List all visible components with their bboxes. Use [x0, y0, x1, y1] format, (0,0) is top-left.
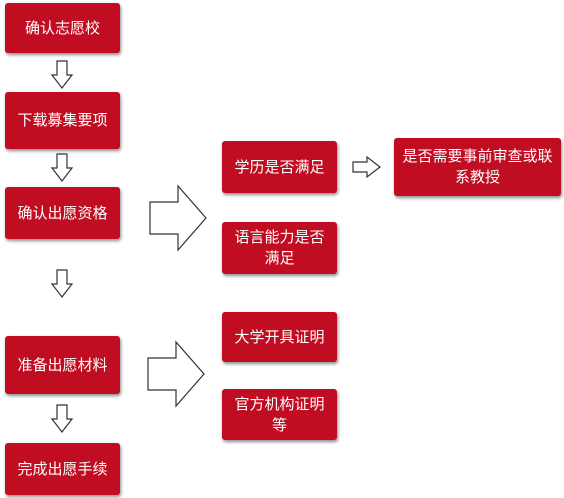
- down-arrow-1-shape: [50, 60, 74, 89]
- check-pre-review-label: 是否需要事前审查或联系教授: [402, 147, 553, 186]
- step-prepare-materials: 准备出愿材料: [5, 336, 120, 394]
- step-complete-application-label: 完成出愿手续: [17, 459, 108, 478]
- down-arrow-4: [50, 404, 74, 433]
- material-official-certificate-label: 官方机构证明等: [234, 394, 325, 434]
- step-download-requirements-label: 下载募集要项: [17, 111, 108, 129]
- check-language: 语言能力是否满足: [222, 222, 337, 274]
- down-arrow-2: [50, 153, 74, 182]
- down-arrow-3-shape: [50, 269, 74, 298]
- step-confirm-eligibility: 确认出愿资格: [5, 187, 120, 239]
- step-prepare-materials-label: 准备出愿材料: [17, 355, 108, 374]
- step-complete-application: 完成出愿手续: [5, 443, 120, 495]
- check-language-label: 语言能力是否满足: [234, 228, 325, 267]
- step-confirm-school: 确认志愿校: [5, 3, 120, 53]
- material-official-certificate: 官方机构证明等: [222, 389, 337, 440]
- check-education: 学历是否满足: [222, 141, 337, 193]
- right-arrow-eligibility-shape: [149, 184, 207, 252]
- material-university-certificate: 大学开具证明: [222, 312, 337, 362]
- right-arrow-education-shape: [352, 156, 381, 178]
- down-arrow-3: [50, 269, 74, 298]
- right-arrow-materials-shape: [147, 340, 205, 408]
- down-arrow-4-shape: [50, 404, 74, 433]
- right-arrow-eligibility: [149, 184, 207, 252]
- right-arrow-materials: [147, 340, 205, 408]
- down-arrow-1: [50, 60, 74, 89]
- step-confirm-school-label: 确认志愿校: [24, 18, 100, 37]
- down-arrow-2-shape: [50, 153, 74, 182]
- material-university-certificate-label: 大学开具证明: [234, 327, 325, 346]
- check-pre-review: 是否需要事前审查或联系教授: [394, 138, 561, 196]
- step-confirm-eligibility-label: 确认出愿资格: [17, 203, 108, 222]
- check-education-label: 学历是否满足: [234, 157, 325, 176]
- right-arrow-education: [352, 156, 381, 178]
- step-download-requirements: 下载募集要项: [5, 92, 120, 149]
